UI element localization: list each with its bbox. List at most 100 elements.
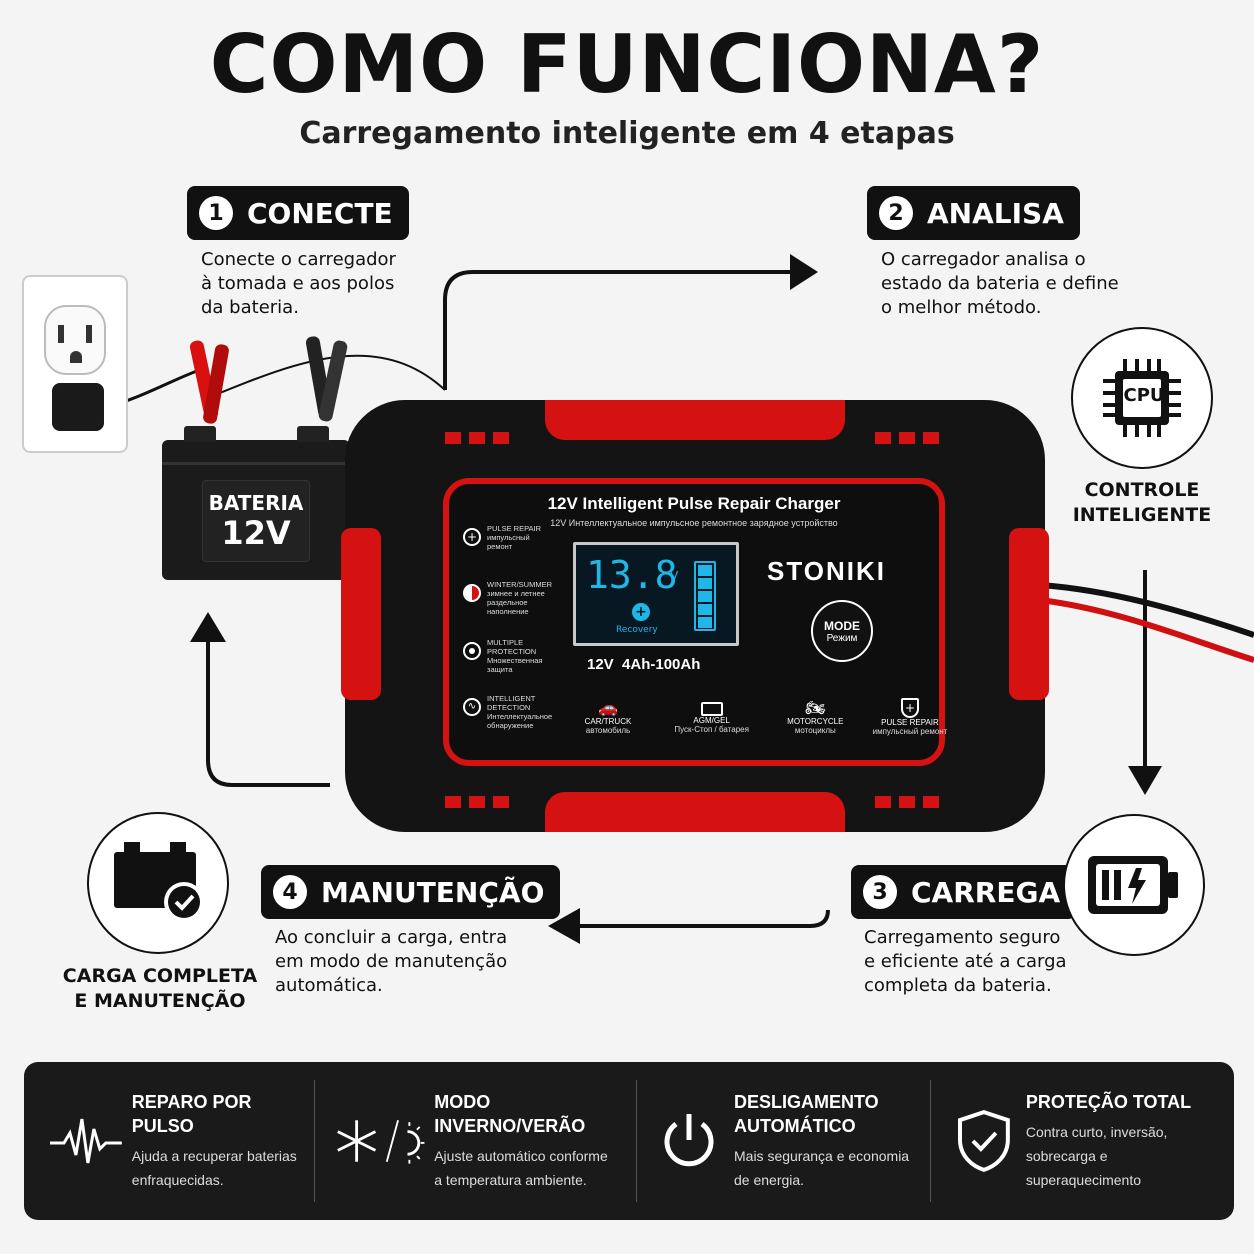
charger-feature: MULTIPLE PROTECTION Множественная защита xyxy=(463,638,573,694)
season-icon xyxy=(463,584,481,602)
step-1-pill: 1 CONECTE xyxy=(187,186,409,240)
mode-agm-gel: AGM/GEL Пуск-Стоп / батарея xyxy=(664,698,760,736)
wall-outlet xyxy=(22,275,128,453)
step-1-desc-line: à tomada e aos polos xyxy=(201,273,395,294)
step-3-desc-line: Carregamento seguro xyxy=(864,927,1061,948)
shield-check-icon xyxy=(957,1109,1010,1173)
step-1-number: 1 xyxy=(199,196,233,230)
feature-desc-line: de energia. xyxy=(734,1172,805,1188)
step-3-number: 3 xyxy=(863,875,897,909)
step-3-desc-line: e eficiente até a carga xyxy=(864,951,1067,972)
page-subtitle: Carregamento inteligente em 4 etapas xyxy=(299,116,955,151)
lcd-display: 13.8 V + Recovery xyxy=(573,542,739,646)
lcd-recovery: Recovery xyxy=(616,625,658,635)
feature-desc-line: a temperatura ambiente. xyxy=(434,1172,587,1188)
feature-title: MODO INVERNO/VERÃO xyxy=(434,1092,586,1136)
step-1-desc: Conecte o carregador à tomada e aos polo… xyxy=(201,248,396,320)
feature-divider xyxy=(636,1080,637,1202)
charger-feature: + PULSE REPAIR импульсный ремонт xyxy=(463,524,573,580)
charger-feature-title: PULSE REPAIR xyxy=(487,524,542,533)
step-2-desc-line: estado da bateria e define xyxy=(881,273,1119,294)
feature-winter-summer: MODO INVERNO/VERÃO Ajuste automático con… xyxy=(334,1062,634,1220)
battery-charging-icon xyxy=(1088,856,1178,914)
step-4-desc-line: automática. xyxy=(275,975,383,996)
charger-feature-title: WINTER/SUMMER xyxy=(487,580,552,589)
step-2-pill: 2 ANALISA xyxy=(867,186,1080,240)
feature-total-protection: PROTEÇÃO TOTAL Contra curto, inversão, s… xyxy=(956,1062,1226,1220)
charger-device: 12V Intelligent Pulse Repair Charger 12V… xyxy=(341,400,1049,832)
motorcycle-icon: 🏍 xyxy=(805,698,826,717)
charger-panel: 12V Intelligent Pulse Repair Charger 12V… xyxy=(443,478,947,766)
feature-divider xyxy=(930,1080,931,1202)
charger-feature-sub: Интеллектуальное xyxy=(487,712,553,721)
mode-sub: автомобиль xyxy=(585,726,631,735)
mode-car-truck: 🚗 CAR/TRUCK автомобиль xyxy=(569,698,647,736)
mode-title: CAR/TRUCK xyxy=(584,717,632,726)
mode-button-label: MODE xyxy=(824,618,860,633)
features-bar: REPARO POR PULSO Ajuda a recuperar bater… xyxy=(24,1062,1234,1220)
cpu-circle: CPU xyxy=(1071,327,1213,469)
lcd-value: 13.8 xyxy=(586,553,678,597)
charger-feature: WINTER/SUMMER зимнее и летнее раздельное… xyxy=(463,580,573,638)
mode-button-sub: Режим xyxy=(826,632,858,644)
feature-desc-line: Ajuste automático conforme xyxy=(434,1148,608,1164)
feature-divider xyxy=(314,1080,315,1202)
mode-indicators: 🚗 CAR/TRUCK автомобиль AGM/GEL Пуск-Стоп… xyxy=(569,698,949,736)
step-3-label: CARREGA xyxy=(911,875,1061,909)
mode-title: PULSE REPAIR xyxy=(881,718,939,727)
feature-desc-line: Ajuda a recuperar baterias xyxy=(131,1148,297,1164)
feature-title: AUTOMÁTICO xyxy=(734,1116,856,1136)
step-2-number: 2 xyxy=(879,196,913,230)
feature-pulse: REPARO POR PULSO Ajuda a recuperar bater… xyxy=(48,1062,318,1220)
maintenance-label-line: CARGA COMPLETA xyxy=(62,965,258,987)
arrow-3-4 xyxy=(578,909,830,928)
feature-desc-line: sobrecarga e superaquecimento xyxy=(1025,1148,1142,1188)
lcd-battery-gauge xyxy=(694,561,716,631)
charger-feature-list: + PULSE REPAIR импульсный ремонт WINTER/… xyxy=(463,524,573,750)
step-1-desc-line: da bateria. xyxy=(201,297,299,318)
black-clamp xyxy=(302,335,349,428)
mode-sub: импульсный ремонт xyxy=(872,727,948,736)
charger-feature-sub: Множественная xyxy=(487,656,543,665)
feature-desc-line: enfraquecidas. xyxy=(131,1172,224,1188)
battery-check-icon xyxy=(114,842,204,922)
charger-feature-sub: раздельное xyxy=(487,598,528,607)
mode-button[interactable]: MODE Режим xyxy=(811,600,873,662)
mode-pulse-repair: + PULSE REPAIR импульсный ремонт xyxy=(871,698,949,736)
arrow-4-1 xyxy=(206,640,330,787)
feature-title: DESLIGAMENTO xyxy=(734,1092,879,1112)
step-2-desc-line: o melhor método. xyxy=(881,297,1042,318)
step-4-desc-line: em modo de manutenção xyxy=(275,951,508,972)
charger-feature-title: MULTIPLE xyxy=(487,638,524,647)
charger-feature-sub: импульсный xyxy=(487,533,530,542)
page-title: COMO FUNCIONA? xyxy=(209,18,1045,111)
feature-desc-line: Contra curto, inversão, xyxy=(1025,1124,1168,1140)
charger-feature-title: INTELLIGENT xyxy=(487,694,536,703)
charger-feature: ∿ INTELLIGENT DETECTION Интеллектуальное… xyxy=(463,694,573,750)
shield-plus-icon: + xyxy=(900,698,919,718)
cpu-label-line: CONTROLE xyxy=(1084,479,1200,501)
charger-feature-sub: защита xyxy=(487,665,513,674)
charger-feature-sub: PROTECTION xyxy=(487,647,537,656)
feature-auto-shutdown: DESLIGAMENTO AUTOMÁTICO Mais segurança e… xyxy=(658,1062,938,1220)
cpu-label-line: INTELIGENTE xyxy=(1072,504,1212,526)
maintenance-label-line: E MANUTENÇÃO xyxy=(74,990,246,1012)
charger-feature-sub: наполнение xyxy=(487,607,529,616)
charger-title: 12V Intelligent Pulse Repair Charger xyxy=(547,494,841,513)
step-2-label: ANALISA xyxy=(927,196,1064,230)
step-1-desc-line: Conecte o carregador xyxy=(201,249,396,270)
battery-label: BATERIA xyxy=(208,491,304,515)
recovery-plus-icon: + xyxy=(632,603,650,621)
arrow-1-2 xyxy=(443,270,790,390)
battery-voltage: 12V xyxy=(221,514,291,552)
pulse-icon xyxy=(49,1118,122,1164)
car-icon: 🚗 xyxy=(598,698,618,717)
step-2-desc-line: O carregador analisa o xyxy=(881,249,1086,270)
red-clamp xyxy=(185,339,230,430)
step-4-desc: Ao concluir a carga, entra em modo de ma… xyxy=(275,926,507,998)
charging-circle xyxy=(1063,814,1205,956)
charger-feature-sub: обнаружение xyxy=(487,721,534,730)
mode-title: AGM/GEL xyxy=(693,716,730,725)
plug xyxy=(52,383,104,431)
charger-spec: 12V 4Ah-100Ah xyxy=(587,656,701,673)
